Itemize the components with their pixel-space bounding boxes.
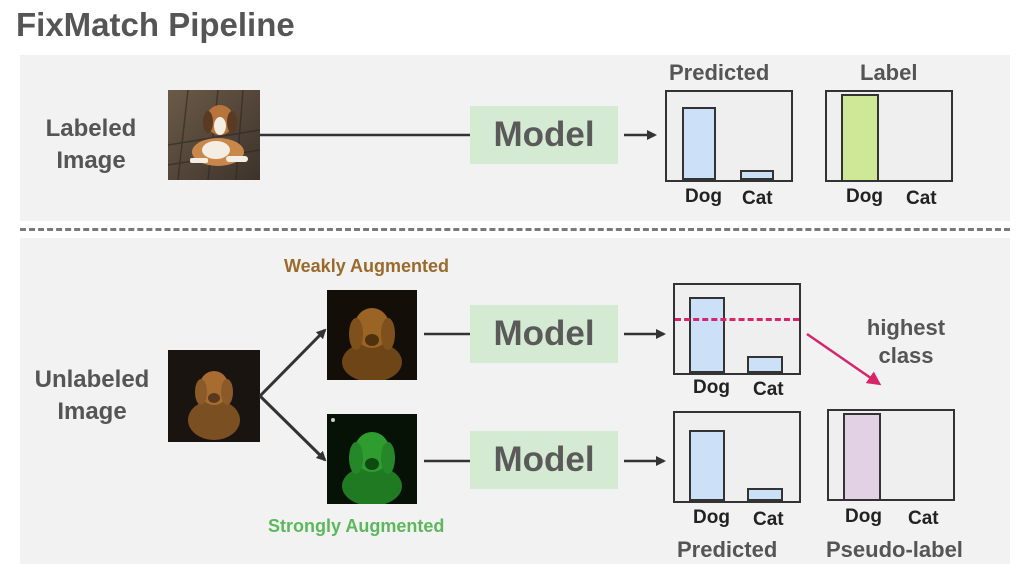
strong-model-box: Model <box>470 431 618 489</box>
strong-bar-cat <box>747 488 783 501</box>
labeled-predicted-bar-dog <box>682 107 716 180</box>
strongly-augmented-caption: Strongly Augmented <box>268 516 445 536</box>
weak-tick-dog: Dog <box>693 377 730 398</box>
page-title: FixMatch Pipeline <box>16 6 295 43</box>
weak-predicted-chart <box>673 283 801 375</box>
strong-tick-dog: Dog <box>693 507 730 528</box>
weakly-augmented-caption: Weakly Augmented <box>284 256 450 276</box>
pseudo-label-chart <box>827 409 955 501</box>
label-tick-cat: Cat <box>906 188 937 209</box>
strong-predicted-chart <box>673 411 801 503</box>
pseudo-bar-dog <box>843 413 881 499</box>
unlabeled-to-strong-arrow <box>258 394 327 462</box>
labeled-predicted-chart <box>665 90 793 182</box>
weak-bar-cat <box>747 356 783 373</box>
labeled-dog-photo <box>168 90 260 180</box>
weak-bar-dog <box>689 297 725 373</box>
label-tick-dog: Dog <box>846 186 883 207</box>
pseudo-tick-cat: Cat <box>908 508 939 529</box>
weak-tick-cat: Cat <box>753 379 784 400</box>
pseudo-label-caption: Pseudo-label <box>826 537 963 562</box>
labeled-predicted-bar-cat <box>740 170 774 180</box>
strong-tick-cat: Cat <box>753 509 784 530</box>
label-bar-dog <box>841 94 879 180</box>
strong-bar-dog <box>689 430 725 501</box>
unlabeled-to-weak-arrow <box>258 328 327 398</box>
labeled-model-box: Model <box>470 106 618 164</box>
highest-class-annotation: highest class <box>866 315 946 368</box>
label-caption: Label <box>860 60 918 85</box>
strong-predicted-caption: Predicted <box>677 537 778 562</box>
labeled-predicted-tick-cat: Cat <box>742 188 773 209</box>
labeled-predicted-tick-dog: Dog <box>685 186 722 207</box>
unlabeled-image-label: Unlabeled Image <box>34 366 150 425</box>
confidence-threshold-line <box>675 318 799 321</box>
highest-class-arrow <box>806 332 882 386</box>
labeled-predicted-caption: Predicted <box>669 60 770 85</box>
pseudo-tick-dog: Dog <box>845 506 882 527</box>
labeled-image-label: Labeled Image <box>45 115 137 174</box>
label-chart <box>825 90 953 182</box>
section-divider <box>20 228 1010 231</box>
weak-aug-dog-photo <box>327 290 417 380</box>
unlabeled-dog-photo <box>168 350 260 442</box>
weak-model-box: Model <box>470 305 618 363</box>
strong-aug-dog-photo <box>327 414 417 504</box>
